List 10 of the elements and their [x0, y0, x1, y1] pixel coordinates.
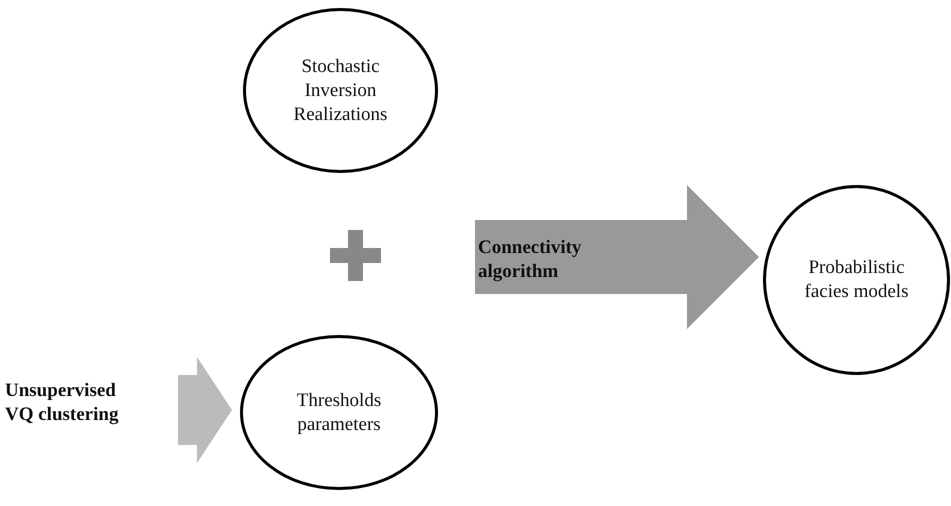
- edge-label: Connectivity algorithm: [478, 236, 582, 284]
- ellipse-node: [240, 335, 438, 490]
- ellipse-node: [763, 185, 950, 375]
- block-arrow: [475, 185, 759, 329]
- node-text: Thresholds parameters: [296, 388, 382, 436]
- block-arrow: [178, 357, 232, 463]
- node-text: Probabilistic facies models: [804, 256, 910, 304]
- node-text: Unsupervised VQ clustering: [5, 378, 120, 426]
- ellipse-node: [243, 8, 438, 173]
- node-text: Stochastic Inversion Realizations: [292, 54, 388, 126]
